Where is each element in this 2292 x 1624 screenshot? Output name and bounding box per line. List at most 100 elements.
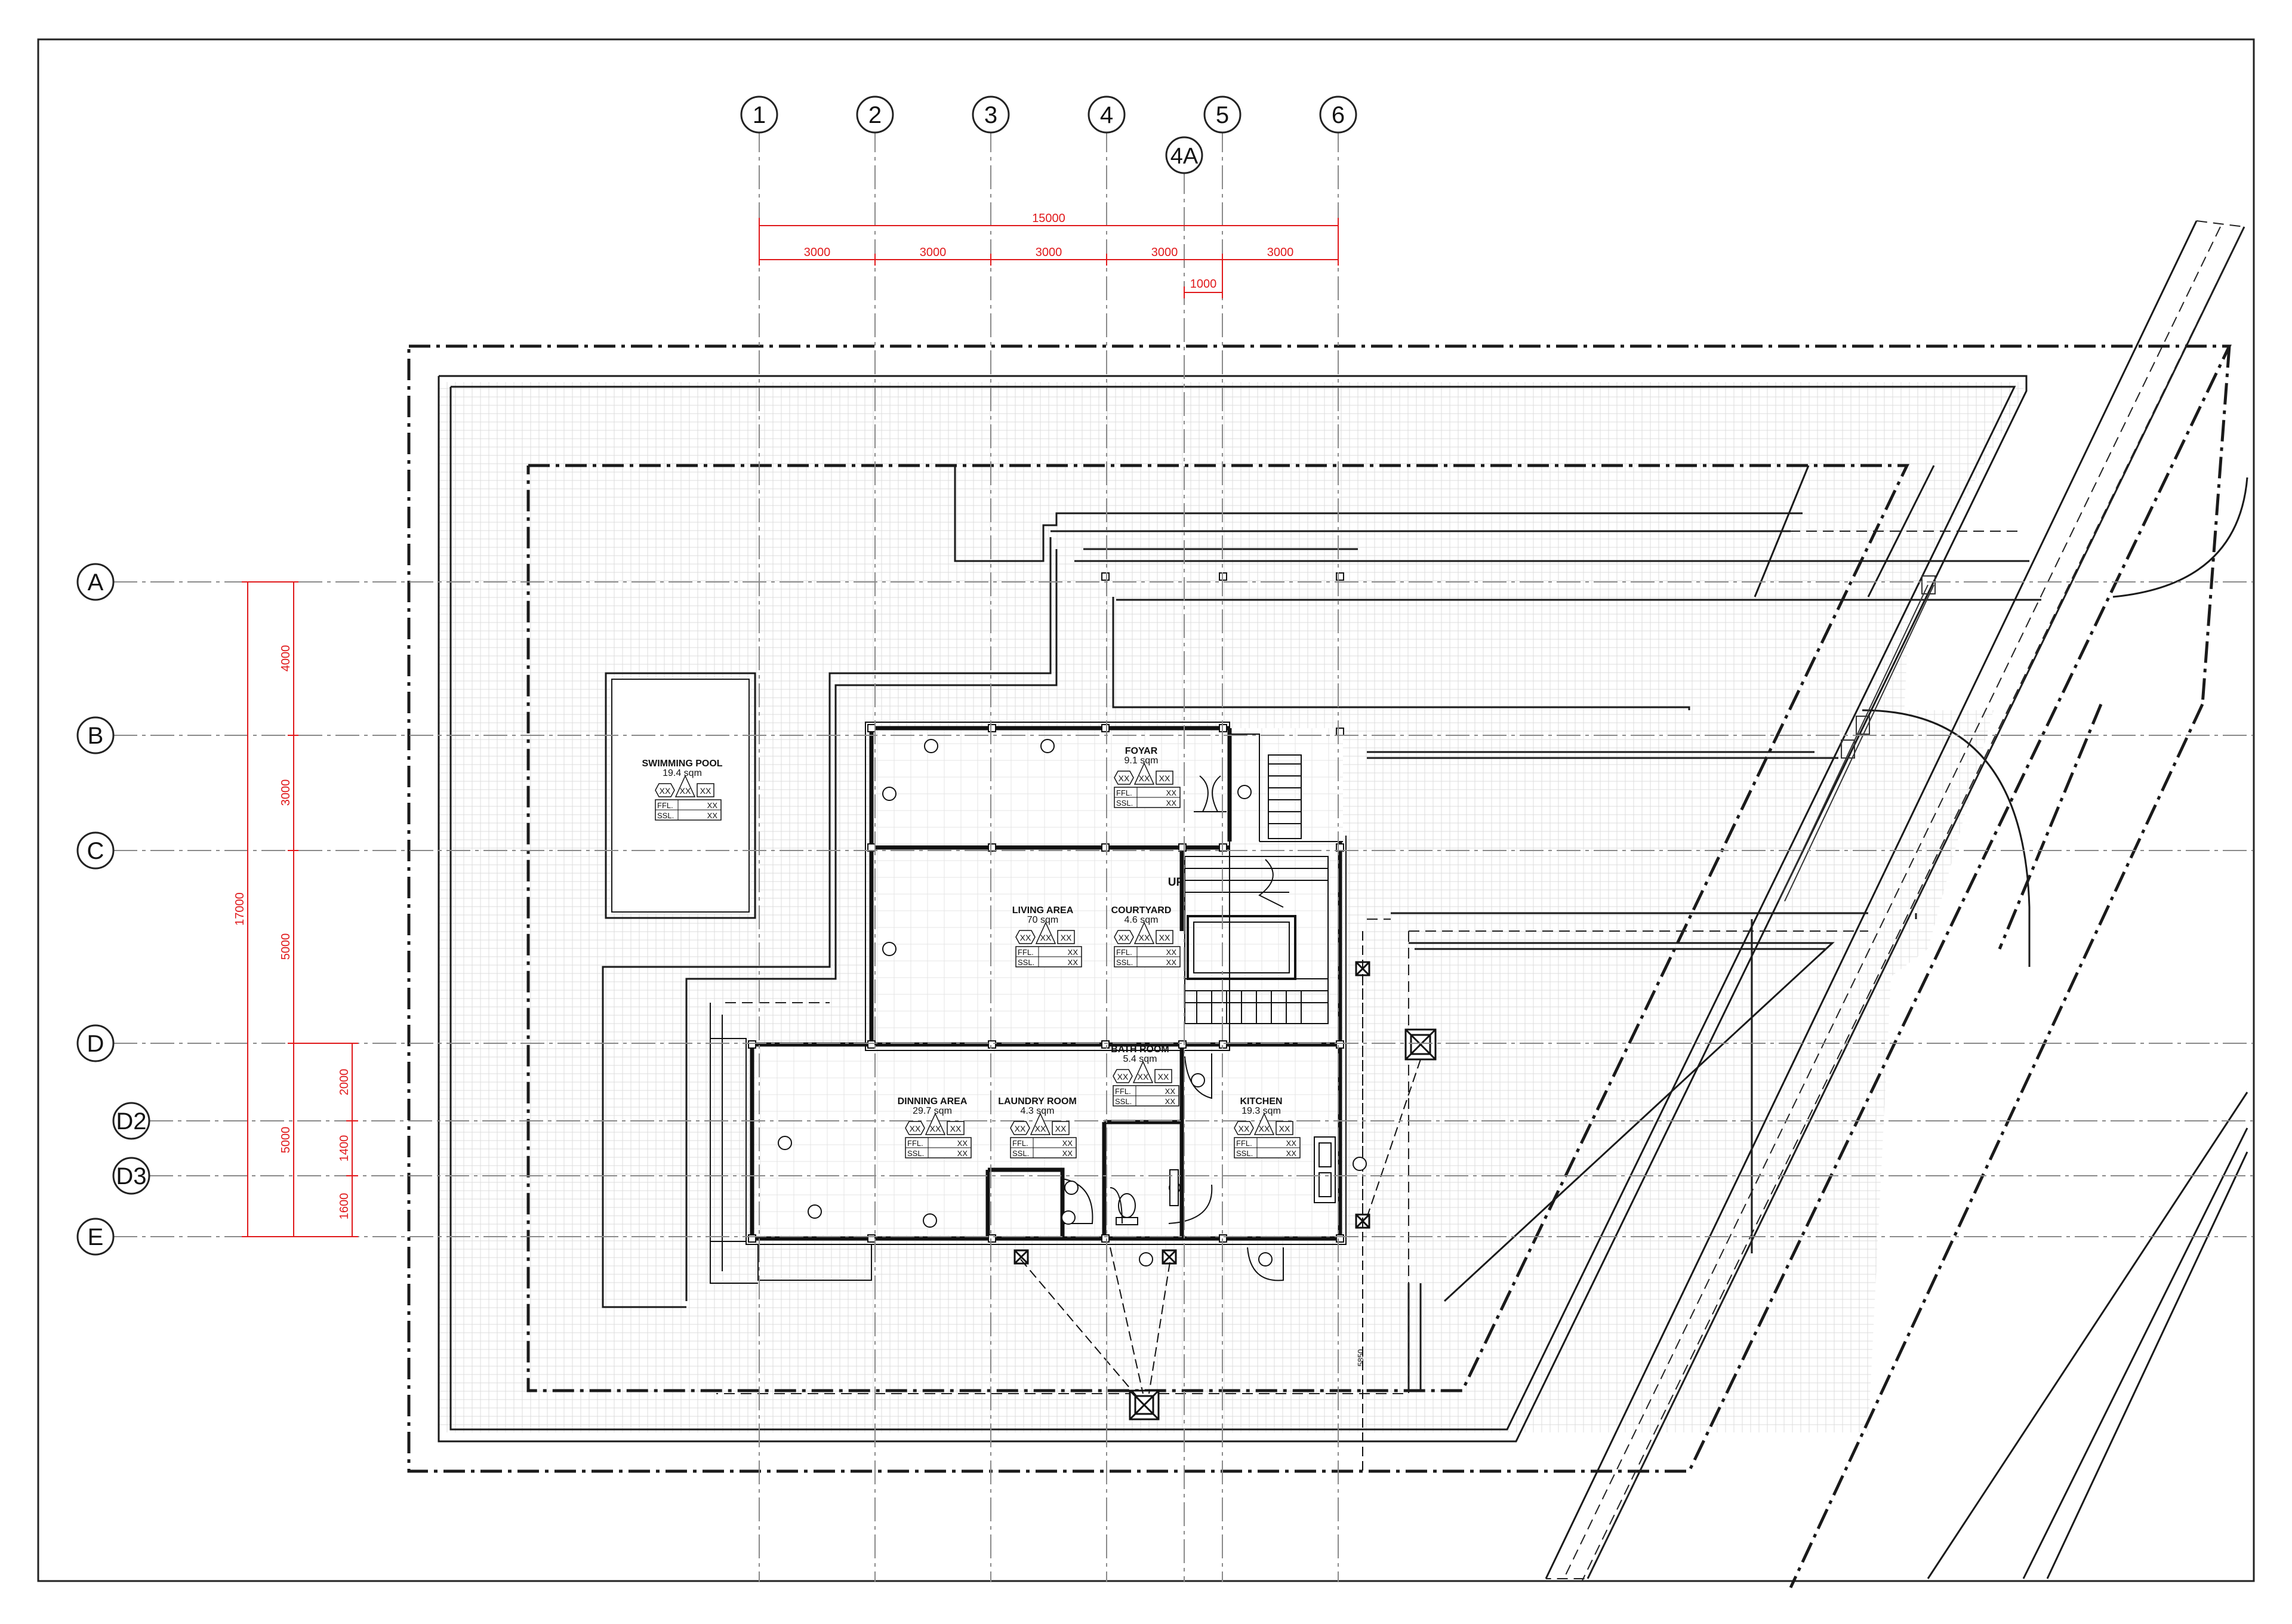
dim-bay-1: 3000 xyxy=(804,246,831,259)
dim-bay-5: 3000 xyxy=(1267,246,1294,259)
dim-vbay-3: 5000 xyxy=(279,933,292,960)
room-name: LIVING AREA xyxy=(1012,905,1074,916)
grid-label-row-d2: D2 xyxy=(116,1108,146,1135)
vertical-dimensions xyxy=(242,581,358,1237)
stair-up-label: UP xyxy=(1168,876,1184,889)
ffl-value: XX xyxy=(1166,788,1177,797)
dim-sub-4a: 1000 xyxy=(1190,278,1217,291)
dim-vsub-2: 1400 xyxy=(338,1135,351,1162)
ssl-value: XX xyxy=(1068,958,1079,967)
tag-value: XX xyxy=(1138,1072,1149,1081)
room-name: DINNING AREA xyxy=(898,1096,968,1107)
grid-bubble-row-c: C xyxy=(76,831,115,870)
room-area: 4.3 sqm xyxy=(1021,1106,1055,1116)
tag-value: XX xyxy=(1139,933,1150,942)
ffl-value: XX xyxy=(1062,1139,1073,1148)
hexagon-tag-icon xyxy=(1010,1121,1030,1135)
ffl-value: XX xyxy=(1068,948,1079,957)
tag-value: XX xyxy=(1035,1124,1046,1133)
room-name: KITCHEN xyxy=(1240,1096,1282,1107)
room-name: LAUNDRY ROOM xyxy=(998,1096,1077,1107)
grid-label-row-d: D xyxy=(87,1031,104,1057)
ffl-label: FFL. xyxy=(1116,948,1132,957)
tag-value: XX xyxy=(910,1124,921,1133)
ffl-label: FFL. xyxy=(1116,788,1132,797)
tag-value: XX xyxy=(1040,933,1052,942)
dim-vsub-3: 1600 xyxy=(338,1193,351,1220)
grid-bubble-row-d: D xyxy=(76,1024,115,1062)
tag-value: XX xyxy=(1061,933,1072,942)
tag-value: XX xyxy=(950,1124,962,1133)
level-marks xyxy=(778,739,1367,1266)
grid-lines xyxy=(113,128,2253,1582)
ssl-label: SSL. xyxy=(1116,958,1133,967)
ffl-value: XX xyxy=(1286,1139,1297,1148)
grid-label-col-6: 6 xyxy=(1332,102,1345,128)
grid-bubble-row-d3: D3 xyxy=(112,1157,150,1195)
side-dimension: 5850 xyxy=(1356,1349,1365,1367)
sanitary-fixtures xyxy=(1062,1053,1336,1281)
ssl-value: XX xyxy=(1166,799,1177,808)
ffl-value: XX xyxy=(1166,948,1177,957)
tag-value: XX xyxy=(1259,1124,1270,1133)
tag-value: XX xyxy=(1020,933,1031,942)
ffl-label: FFL. xyxy=(657,801,673,810)
tag-value: XX xyxy=(1015,1124,1026,1133)
ssl-label: SSL. xyxy=(657,811,674,820)
ssl-value: XX xyxy=(957,1149,968,1158)
hexagon-tag-icon xyxy=(1114,771,1134,785)
dim-vsub-1: 2000 xyxy=(338,1069,351,1096)
hexagon-tag-icon xyxy=(1015,930,1036,944)
room-name: SWIMMING POOL xyxy=(642,759,722,769)
room-area: 19.4 sqm xyxy=(663,768,702,778)
ffl-value: XX xyxy=(1165,1087,1176,1096)
grid-bubble-row-a: A xyxy=(76,563,115,601)
grid-bubble-col-3: 3 xyxy=(972,95,1010,134)
triangle-tag-icon xyxy=(1253,1113,1275,1135)
square-tag-icon xyxy=(1276,1121,1293,1135)
tag-value: XX xyxy=(1055,1124,1067,1133)
ssl-value: XX xyxy=(707,811,718,820)
tag-value: XX xyxy=(1139,774,1150,783)
tag-value: XX xyxy=(1119,774,1130,783)
tag-value: XX xyxy=(700,786,711,796)
grid-label-col-4a: 4A xyxy=(1170,144,1199,169)
grid-bubble-row-e: E xyxy=(76,1218,115,1256)
ffl-label: FFL. xyxy=(1115,1087,1131,1096)
ffl-label: FFL. xyxy=(1018,948,1034,957)
hexagon-tag-icon xyxy=(655,783,675,797)
grid-label-row-d3: D3 xyxy=(116,1163,146,1190)
ssl-value: XX xyxy=(1165,1097,1176,1106)
horizontal-dimensions xyxy=(759,218,1339,298)
hexagon-tag-icon xyxy=(1234,1121,1254,1135)
dim-bay-4: 3000 xyxy=(1151,246,1178,259)
site-walls xyxy=(438,375,2041,1443)
square-tag-icon xyxy=(1154,1069,1172,1083)
grid-bubble-col-6: 6 xyxy=(1319,95,1357,134)
ffl-label: FFL. xyxy=(1236,1139,1252,1148)
grid-label-col-2: 2 xyxy=(868,102,882,128)
tag-value: XX xyxy=(1117,1072,1129,1081)
ssl-value: XX xyxy=(1166,958,1177,967)
sheet-border xyxy=(37,38,2255,1582)
room-area: 5.4 sqm xyxy=(1123,1054,1157,1064)
ssl-value: XX xyxy=(1062,1149,1073,1158)
square-tag-icon xyxy=(1156,771,1173,785)
room-name: COURTYARD xyxy=(1111,905,1172,916)
grid-bubble-col-2: 2 xyxy=(856,95,894,134)
dim-vbay-2: 3000 xyxy=(279,779,292,806)
grid-label-col-3: 3 xyxy=(984,102,997,128)
ssl-label: SSL. xyxy=(1012,1149,1029,1158)
ssl-label: SSL. xyxy=(907,1149,924,1158)
hexagon-tag-icon xyxy=(1113,1069,1133,1083)
rail-line xyxy=(1778,575,1936,902)
room-area: 4.6 sqm xyxy=(1125,915,1159,925)
grid-label-row-c: C xyxy=(87,838,104,864)
hexagon-tag-icon xyxy=(1114,930,1134,944)
